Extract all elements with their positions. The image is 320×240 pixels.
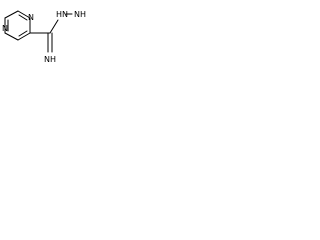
bond-carbon-to-nh [49,19,59,34]
bond-c5-c6 [4,32,19,41]
bond-c2-n3 [17,10,31,19]
hydrazine-group-label: HN [56,10,68,19]
bond-n1-c2 [4,10,19,19]
ring-nitrogen-bottom-label: N [2,24,8,33]
chemical-structure-drawing: N N HN NH NH [2,10,86,64]
imine-label: NH [44,55,56,64]
double-bond-inner-1 [18,14,28,21]
amine-nitrogen-label: NH [74,10,86,19]
ring-nitrogen-top-label: N [28,13,34,22]
bond-c4-c5 [17,32,31,41]
double-bond-inner-2 [18,30,28,37]
pyrimidine-ring [4,10,31,41]
